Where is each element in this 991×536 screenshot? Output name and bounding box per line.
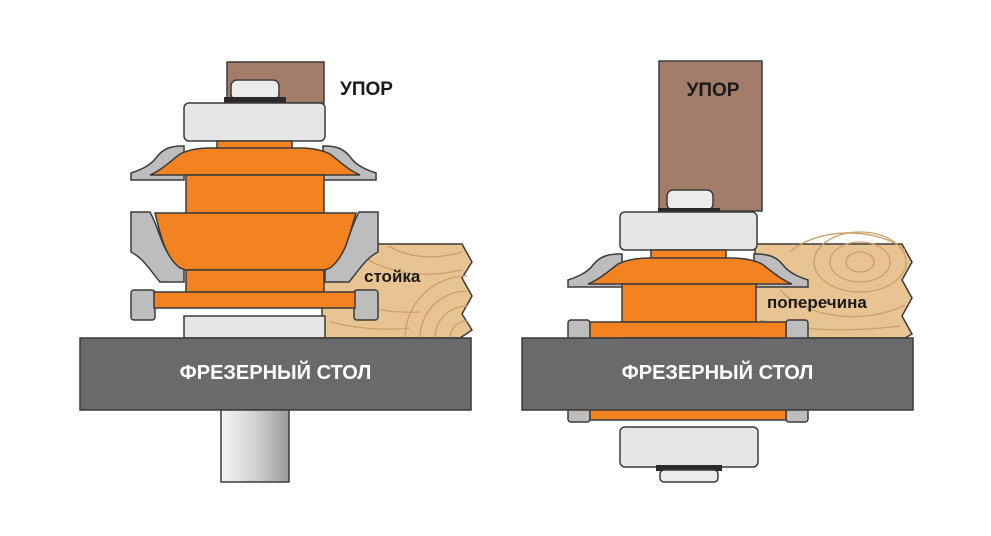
right-top-bolt-head <box>666 189 714 211</box>
right-fence-label: УПОР <box>686 80 740 101</box>
right-workpiece-label: поперечина <box>767 293 867 312</box>
right-lower-bearing <box>619 426 759 468</box>
right-router-table <box>521 337 914 411</box>
left-fence-label: УПОР <box>340 79 393 100</box>
left-cutter-body <box>149 140 361 309</box>
left-lower-bearing <box>183 315 326 339</box>
left-table-label: ФРЕЗЕРНЫЙ СТОЛ <box>179 362 372 384</box>
right-top-washer <box>658 208 720 214</box>
left-slot-knife-right <box>353 289 379 321</box>
left-shank <box>220 409 290 483</box>
left-slot-knife-left <box>130 289 156 321</box>
left-assembly <box>79 61 474 483</box>
right-table-label: ФРЕЗЕРНЫЙ СТОЛ <box>621 362 814 384</box>
right-bottom-bolt-head <box>659 469 719 483</box>
left-top-bearing <box>183 102 326 142</box>
left-top-washer <box>224 97 286 103</box>
left-router-table <box>79 337 472 411</box>
right-fence <box>658 60 763 212</box>
right-assembly <box>521 60 914 483</box>
right-wood-rail <box>754 231 914 339</box>
right-top-bearing <box>619 211 758 251</box>
right-bottom-washer <box>656 465 722 471</box>
left-workpiece-label: стойка <box>364 267 421 286</box>
